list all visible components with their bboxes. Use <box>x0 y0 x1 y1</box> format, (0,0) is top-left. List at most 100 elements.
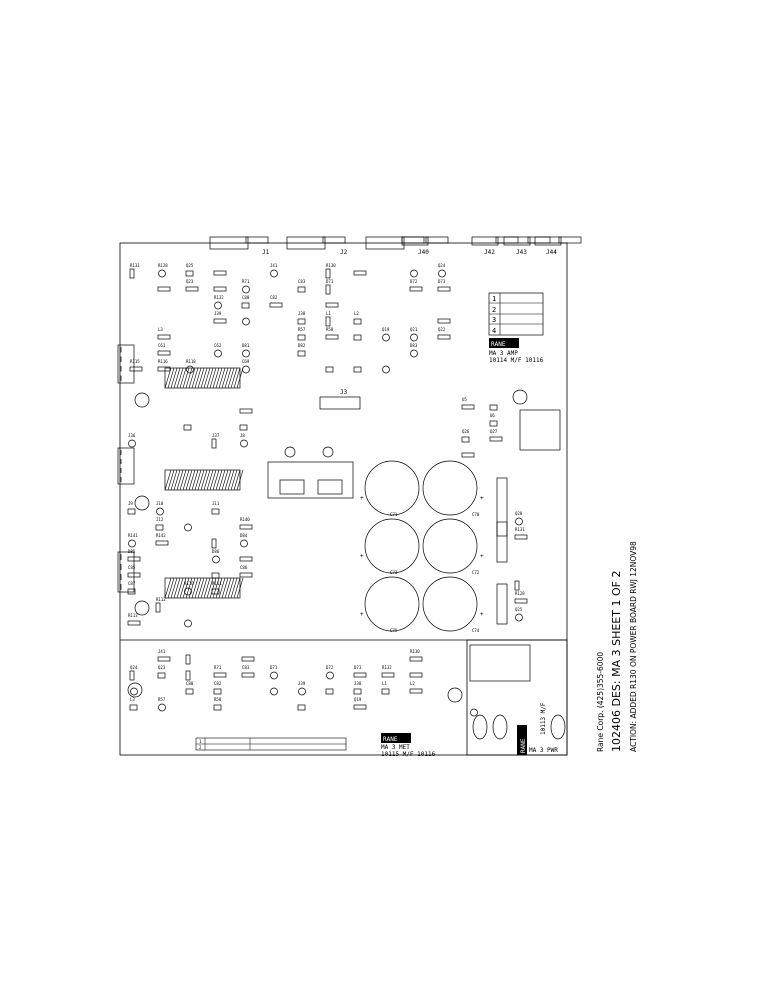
mounting-hole <box>134 600 150 616</box>
heatsink-hatch <box>236 367 244 389</box>
capacitor-label: C75 <box>390 628 398 633</box>
met-logo-block: RANE MA 3 MET 10115 M/F 10116 <box>381 733 436 758</box>
component-label: R111 <box>212 581 222 586</box>
heatsink-hatch <box>170 367 178 389</box>
title-block: Rane Corp. (425)355-6000 102406 DES: MA … <box>596 541 638 752</box>
heatsink-hatch <box>221 469 229 491</box>
resistor <box>127 620 141 626</box>
transistor <box>240 439 248 448</box>
power-resistor <box>496 521 508 563</box>
heatsink-hatch <box>218 469 226 491</box>
component-label: Q23 <box>158 665 166 670</box>
resistor <box>241 656 255 662</box>
transistor <box>515 613 523 622</box>
transistor <box>438 269 446 278</box>
pwr-name: MA 3 PWR <box>529 747 558 754</box>
component <box>297 286 306 293</box>
heatsink-hatch <box>224 577 232 599</box>
heatsink-hatch <box>182 469 190 491</box>
amp-logo-block: RANE MA 3 AMP 10114 M/F 10116 <box>489 338 544 364</box>
resistor <box>239 556 253 562</box>
pwr-part: 10113 M/F <box>540 702 547 735</box>
resistor <box>437 334 451 340</box>
resistor <box>325 334 339 340</box>
capacitor-polarity: + <box>480 495 484 502</box>
heatsink-hatch <box>197 367 205 389</box>
resistor <box>127 556 141 562</box>
transistor <box>184 619 192 628</box>
component-label: Q27 <box>490 429 498 434</box>
connector-label: J44 <box>546 249 557 256</box>
capacitor-label: C74 <box>472 628 480 633</box>
transistor <box>270 671 278 680</box>
met-row-2: 2 <box>199 745 202 750</box>
component-label: Q26 <box>462 429 470 434</box>
heatsink-hatch <box>233 577 241 599</box>
heatsink-hatch <box>230 577 238 599</box>
component-label: J37 <box>212 433 220 438</box>
transistor <box>184 587 192 596</box>
fuse-holder <box>469 644 531 682</box>
mounting-hole <box>127 682 143 698</box>
amp-logo: RANE <box>491 341 506 348</box>
heatsink-hatch <box>206 577 214 599</box>
resistor <box>409 286 423 292</box>
heatsink-hatch <box>209 367 217 389</box>
capacitor-oval <box>492 714 508 740</box>
heatsink-hatch <box>188 367 196 389</box>
component-label: C61 <box>158 343 166 348</box>
heatsink-hatch <box>200 367 208 389</box>
resistor-array <box>319 396 361 410</box>
heatsink-hatch <box>233 469 241 491</box>
component-label: Q22 <box>438 327 446 332</box>
component-label: D73 <box>438 279 446 284</box>
heatsink-hatch <box>227 577 235 599</box>
component <box>489 404 498 411</box>
transistor <box>242 349 250 358</box>
title-company: Rane Corp. (425)355-6000 <box>596 652 605 752</box>
component <box>211 572 220 579</box>
capacitor-polarity: + <box>480 611 484 618</box>
heatsink-hatch <box>218 577 226 599</box>
heatsink-hatch <box>173 367 181 389</box>
component-label: R57 <box>158 697 166 702</box>
title-sheet: 102406 DES: MA 3 SHEET 1 OF 2 <box>610 571 623 752</box>
capacitor-label: C71 <box>390 512 398 517</box>
resistor <box>213 672 227 678</box>
transistor <box>270 269 278 278</box>
terminal-block <box>117 551 135 593</box>
component-label: Q25 <box>515 607 523 612</box>
capacitor <box>325 268 331 279</box>
heatsink-hatch <box>194 469 202 491</box>
component-label: C85 <box>128 565 136 570</box>
heatsink-hatch <box>194 367 202 389</box>
transistor <box>242 317 250 326</box>
component-label: D85 <box>128 549 136 554</box>
component <box>461 436 470 443</box>
heatsink-hatch <box>197 577 205 599</box>
heatsink-hatch <box>209 577 217 599</box>
capacitor-polarity: + <box>360 495 364 502</box>
transistor <box>184 523 192 532</box>
heatsink-hatch <box>191 577 199 599</box>
transistor <box>242 365 250 374</box>
resistor <box>241 672 255 678</box>
transistor <box>156 507 164 516</box>
transistor <box>240 539 248 548</box>
component-label: D71 <box>326 279 334 284</box>
component <box>185 688 194 695</box>
resistor <box>129 366 143 372</box>
component-label: J38 <box>354 681 362 686</box>
met-row-1: 1 <box>199 739 202 744</box>
component-label: L3 <box>158 327 163 332</box>
component <box>157 672 166 679</box>
component <box>127 588 136 595</box>
component-label: Q28 <box>515 511 523 516</box>
resistor <box>269 302 283 308</box>
heatsink-hatch <box>167 577 175 599</box>
transistor <box>410 269 418 278</box>
component <box>297 704 306 711</box>
component-label: R132 <box>214 295 224 300</box>
component-label: R71 <box>214 665 222 670</box>
component-label: C80 <box>186 681 194 686</box>
